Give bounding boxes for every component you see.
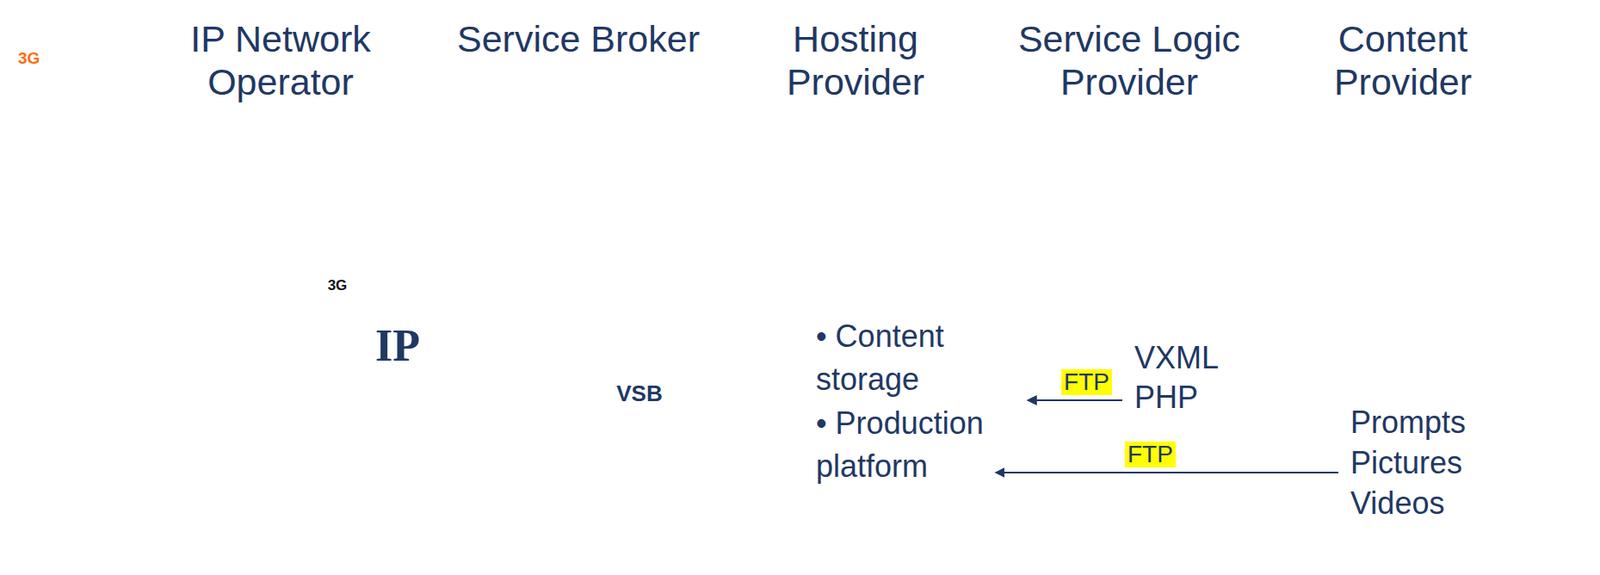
chevron-shape bbox=[457, 129, 804, 534]
cloud-label: IP bbox=[345, 320, 450, 372]
3g-icon bbox=[289, 236, 386, 298]
ip-cloud bbox=[316, 290, 484, 408]
chevron-outline bbox=[192, 130, 537, 533]
video-phone bbox=[103, 290, 226, 383]
value-chain-stage: Hosting Provider• Content storage• Produ… bbox=[724, 129, 1071, 534]
ftp-arrow bbox=[1028, 399, 1123, 402]
code-text: VXML PHP bbox=[1134, 338, 1247, 418]
mobile-phone bbox=[74, 48, 135, 274]
box-label: VSB bbox=[564, 380, 715, 407]
content-text: Prompts Pictures Videos bbox=[1350, 401, 1504, 524]
gears-icon bbox=[1087, 173, 1266, 291]
value-chain-stage: Service Logic ProviderVXML PHP bbox=[988, 129, 1335, 534]
badge-triangle bbox=[15, 45, 62, 92]
stage-heading: Content Provider bbox=[1273, 17, 1533, 104]
bullet-text: • Content storage bbox=[815, 315, 1036, 402]
media-icon bbox=[1362, 188, 1514, 368]
server-rack bbox=[824, 183, 990, 307]
badge-label: 3G bbox=[18, 49, 53, 68]
stage-heading: Hosting Provider bbox=[726, 17, 985, 104]
chevron-shape bbox=[191, 129, 538, 534]
stage-heading: Service Logic Provider bbox=[987, 17, 1272, 104]
value-chain-stage: Content ProviderPrompts Pictures Videos bbox=[1252, 129, 1599, 534]
edge-label: FTP bbox=[1061, 369, 1112, 396]
value-chain-stage: IP Network Operator3GIP bbox=[191, 129, 538, 534]
ftp-arrow bbox=[995, 471, 1339, 474]
stage-heading: Service Broker bbox=[449, 17, 708, 61]
chevron-outline bbox=[725, 130, 1069, 533]
television bbox=[20, 432, 167, 569]
chevron-outline bbox=[988, 130, 1333, 533]
stage-heading: IP Network Operator bbox=[134, 17, 427, 104]
chevron-outline bbox=[458, 130, 803, 533]
chevron-outline bbox=[1253, 130, 1597, 533]
bullet-text: • Production platform bbox=[815, 401, 1036, 489]
chevron-shape bbox=[988, 129, 1335, 534]
edge-label: FTP bbox=[1124, 441, 1176, 468]
icon-label: 3G bbox=[289, 277, 386, 295]
value-chain-stage: Service BrokerVSB bbox=[457, 129, 804, 534]
vsb-icon bbox=[564, 249, 715, 414]
